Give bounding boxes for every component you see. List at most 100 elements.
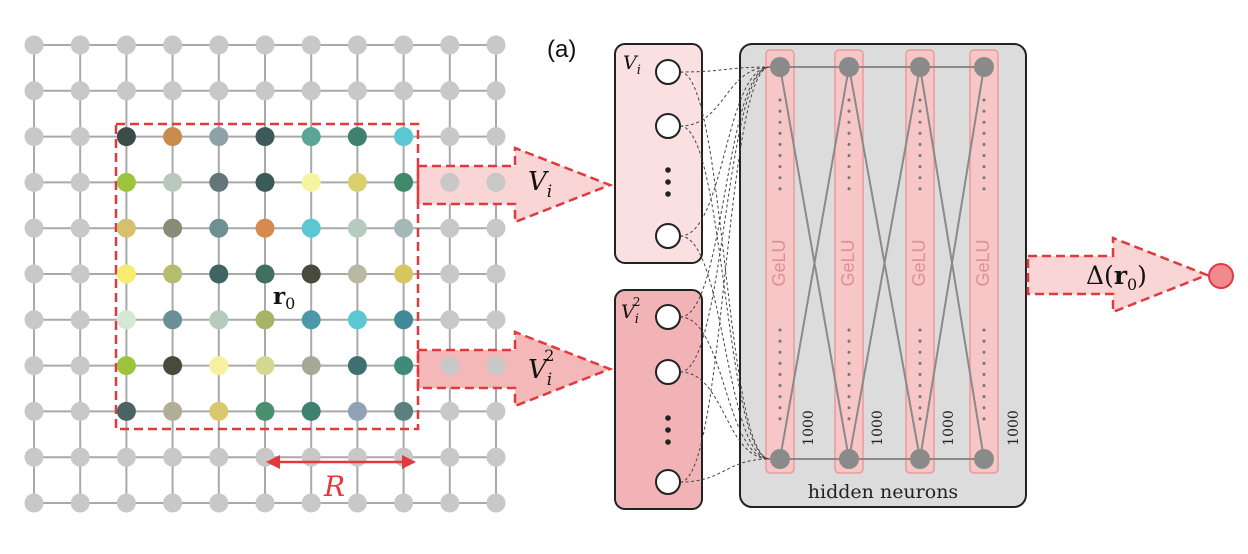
lattice-site: [486, 81, 506, 101]
window-site: [255, 356, 275, 376]
lattice-site: [347, 35, 367, 55]
lattice-site: [440, 172, 460, 192]
input-arrow-vi: [416, 146, 614, 224]
lattice-site: [24, 127, 44, 147]
input-box-label-vi2: Vi2: [621, 295, 641, 327]
input-weight: [679, 66, 771, 127]
window-site: [394, 310, 414, 330]
lattice-site: [70, 127, 90, 147]
lattice-site: [24, 447, 44, 467]
window-site: [301, 310, 321, 330]
layer-size-label: 1000: [870, 410, 886, 446]
window-site: [209, 264, 229, 284]
lattice-site: [440, 218, 460, 238]
lattice-site: [486, 35, 506, 55]
window-site: [394, 127, 414, 147]
input-weight: [679, 125, 771, 460]
hidden-neurons-title: hidden neurons: [808, 481, 958, 503]
radius-arrow-head-right: [402, 455, 416, 469]
lattice-site: [486, 172, 506, 192]
window-site: [209, 218, 229, 238]
lattice-site: [255, 493, 275, 513]
window-site: [255, 172, 275, 192]
window-site: [347, 172, 367, 192]
input-neuron: [655, 469, 681, 495]
window-site: [347, 264, 367, 284]
lattice-site: [163, 81, 183, 101]
lattice-site: [440, 35, 460, 55]
lattice-site: [70, 401, 90, 421]
window-site: [116, 401, 136, 421]
lattice-sites: [24, 35, 506, 513]
window-site: [163, 127, 183, 147]
window-site: [116, 127, 136, 147]
lattice-site: [440, 447, 460, 467]
window-site: [116, 310, 136, 330]
arrow-overlap-sites: [440, 172, 506, 376]
hidden-neuron: [974, 449, 994, 469]
lattice-site: [440, 493, 460, 513]
window-site: [394, 218, 414, 238]
lattice-site: [116, 81, 136, 101]
lattice-site: [24, 493, 44, 513]
input-neuron: [655, 113, 681, 139]
lattice-site: [394, 81, 414, 101]
layer-activation-label: GeLU: [909, 239, 929, 286]
output-arrow: [1026, 236, 1211, 314]
input-weights: [679, 66, 771, 483]
input-box-vi2: [614, 289, 703, 510]
lattice-site: [440, 310, 460, 330]
lattice-site: [24, 218, 44, 238]
window-site: [394, 356, 414, 376]
lattice-site: [394, 35, 414, 55]
window-site: [209, 356, 229, 376]
window-site: [347, 310, 367, 330]
lattice-site: [347, 493, 367, 513]
lattice-site: [70, 81, 90, 101]
lattice-site: [24, 310, 44, 330]
lattice-site: [70, 447, 90, 467]
lattice-site: [440, 356, 460, 376]
input-weight: [679, 66, 771, 318]
hidden-neuron: [910, 449, 930, 469]
window-site: [209, 127, 229, 147]
window-site: [301, 172, 321, 192]
lattice-site: [116, 35, 136, 55]
lattice-site: [24, 264, 44, 284]
window-site: [163, 310, 183, 330]
lattice-site: [486, 401, 506, 421]
hidden-neuron: [770, 57, 790, 77]
lattice-site: [301, 35, 321, 55]
window-site: [347, 218, 367, 238]
window-colored-sites: [116, 127, 414, 421]
window-site: [209, 172, 229, 192]
lattice-site: [24, 401, 44, 421]
layer-activation-label: GeLU: [973, 239, 993, 286]
lattice-site: [24, 356, 44, 376]
lattice-site: [209, 35, 229, 55]
window-site: [301, 264, 321, 284]
lattice-site: [486, 493, 506, 513]
lattice-site: [440, 401, 460, 421]
window-site: [255, 310, 275, 330]
lattice-site: [209, 493, 229, 513]
input-weight: [679, 71, 771, 460]
lattice-site: [163, 35, 183, 55]
lattice-site: [163, 493, 183, 513]
cutoff-window: [114, 122, 420, 431]
window-site: [209, 401, 229, 421]
window-site: [255, 127, 275, 147]
window-site: [116, 218, 136, 238]
window-site: [209, 310, 229, 330]
panel-label: (a): [547, 36, 576, 63]
lattice-site: [209, 81, 229, 101]
lattice-site: [70, 310, 90, 330]
input-weight: [679, 66, 771, 483]
input-neuron: [655, 59, 681, 85]
window-site: [116, 172, 136, 192]
lattice-site: [70, 172, 90, 192]
hidden-layer-column: [905, 49, 935, 474]
window-site: [394, 264, 414, 284]
input-ellipsis-dot: [665, 167, 671, 173]
lattice-site: [486, 447, 506, 467]
